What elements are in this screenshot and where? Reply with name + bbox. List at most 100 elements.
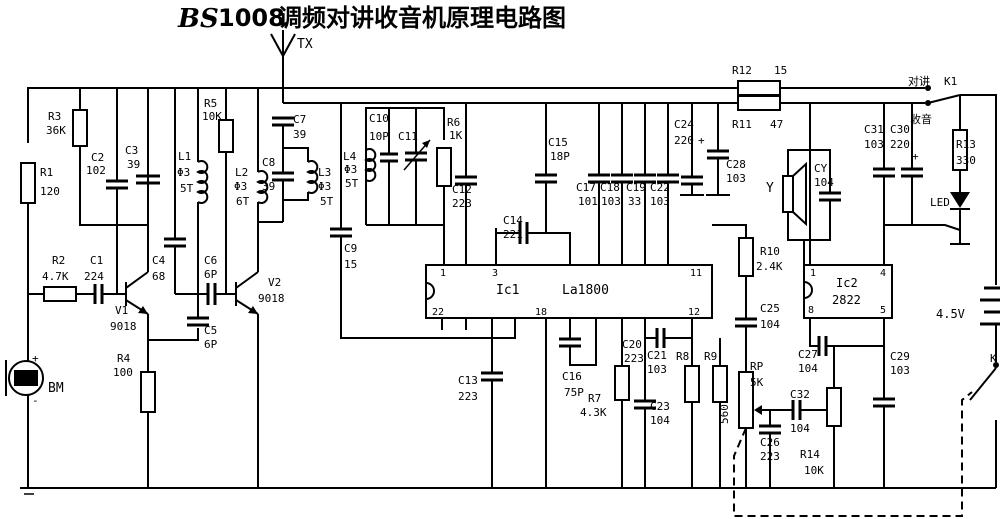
antenna-label: TX bbox=[297, 37, 313, 52]
r3-value: 36K bbox=[46, 124, 66, 137]
c28-value: 103 bbox=[726, 172, 746, 185]
c29 bbox=[873, 397, 895, 408]
ic2-pin-1: 1 bbox=[810, 268, 816, 279]
cy-ref: CY bbox=[814, 162, 828, 175]
r1-ref: R1 bbox=[40, 166, 53, 179]
c16 bbox=[559, 337, 581, 348]
r8 bbox=[684, 365, 700, 403]
ic1-pin-22: 22 bbox=[432, 307, 444, 318]
c8 bbox=[272, 171, 294, 182]
c19-value: 33 bbox=[628, 195, 641, 208]
c31-value: 103 bbox=[864, 138, 884, 151]
c22-ref: C22 bbox=[650, 181, 670, 194]
c12-value: 223 bbox=[452, 197, 472, 210]
c1-value: 224 bbox=[84, 270, 104, 283]
battery-icon bbox=[980, 286, 1000, 326]
l3-turns: 5T bbox=[320, 195, 334, 208]
c3 bbox=[136, 174, 160, 185]
c20-ref: C20 bbox=[622, 338, 642, 351]
c23-value: 104 bbox=[650, 414, 670, 427]
c2 bbox=[106, 179, 128, 190]
r11 bbox=[737, 95, 781, 111]
c26 bbox=[759, 424, 781, 435]
c20-value: 223 bbox=[624, 352, 644, 365]
c13 bbox=[481, 371, 503, 382]
c10-ref: C10 bbox=[369, 112, 389, 125]
power-switch-label: K bbox=[990, 352, 997, 365]
c1 bbox=[93, 284, 104, 304]
c3-ref: C3 bbox=[125, 144, 138, 157]
k1-talk-label: 对讲 bbox=[908, 74, 930, 88]
ic2-pin-4: 4 bbox=[880, 268, 886, 279]
c32 bbox=[791, 400, 802, 420]
c6-ref: C6 bbox=[204, 254, 217, 267]
title-text: 调频对讲收音机原理电路图 bbox=[278, 4, 566, 32]
c27-ref: C27 bbox=[798, 348, 818, 361]
ic2-chip bbox=[803, 264, 893, 319]
r6-value: 1K bbox=[449, 129, 463, 142]
c2-value: 102 bbox=[86, 164, 106, 177]
supply-rail bbox=[27, 87, 738, 143]
l2-d: Φ3 bbox=[234, 180, 247, 193]
c9-ref: C9 bbox=[344, 242, 357, 255]
battery-voltage: 4.5V bbox=[936, 307, 965, 321]
r2-value: 4.7K bbox=[42, 270, 69, 283]
c21-value: 103 bbox=[647, 363, 667, 376]
c17-ref: C17 bbox=[576, 181, 596, 194]
k1-radio-label: 收音 bbox=[910, 112, 932, 126]
r10-ref: R10 bbox=[760, 245, 780, 258]
mic-minus: - bbox=[32, 394, 39, 407]
c27 bbox=[817, 336, 828, 356]
c7 bbox=[272, 116, 294, 127]
r9-ref: R9 bbox=[704, 350, 717, 363]
r7-ref: R7 bbox=[588, 392, 601, 405]
r4-value: 100 bbox=[113, 366, 133, 379]
c16-value: 75P bbox=[564, 386, 584, 399]
r13-value: 330 bbox=[956, 154, 976, 167]
l4-coil-icon bbox=[364, 148, 377, 182]
c24 bbox=[681, 175, 703, 186]
k1-switch[interactable] bbox=[925, 85, 961, 130]
c23-ref: C23 bbox=[650, 400, 670, 413]
ic1-pin-3: 3 bbox=[492, 268, 498, 279]
rp-ref: RP bbox=[750, 360, 764, 373]
c11-trimmer-icon bbox=[403, 139, 431, 171]
c9-value: 15 bbox=[344, 258, 357, 271]
r12-ref: R12 bbox=[732, 64, 752, 77]
r5-ref: R5 bbox=[204, 97, 217, 110]
c21-ref: C21 bbox=[647, 349, 667, 362]
c13-value: 223 bbox=[458, 390, 478, 403]
c31-ref: C31 bbox=[864, 123, 884, 136]
c3-value: 39 bbox=[127, 158, 140, 171]
led-icon bbox=[950, 192, 970, 210]
power-switch[interactable] bbox=[969, 324, 999, 488]
c22-value: 103 bbox=[650, 195, 670, 208]
v1-transistor-icon bbox=[125, 271, 149, 315]
c19-ref: C19 bbox=[626, 181, 646, 194]
l2-turns: 6T bbox=[236, 195, 250, 208]
c14 bbox=[518, 222, 529, 244]
c11-ref: C11 bbox=[398, 130, 418, 143]
c2-ref: C2 bbox=[91, 151, 104, 164]
r9 bbox=[712, 365, 728, 403]
k1-label: K1 bbox=[944, 75, 957, 88]
microphone-icon bbox=[5, 338, 44, 488]
r2-ref: R2 bbox=[52, 254, 65, 267]
c6-value: 6P bbox=[204, 268, 218, 281]
c32-ref: C32 bbox=[790, 388, 810, 401]
v2-ref: V2 bbox=[268, 276, 281, 289]
c7-value: 39 bbox=[293, 128, 306, 141]
r14-value: 10K bbox=[804, 464, 824, 477]
l1-coil-icon bbox=[196, 160, 209, 204]
r4-ref: R4 bbox=[117, 352, 131, 365]
c17-value: 101 bbox=[578, 195, 598, 208]
c32-value: 104 bbox=[790, 422, 810, 435]
c14-value: 221 bbox=[503, 228, 523, 241]
c30 bbox=[901, 167, 923, 178]
mic-plus: + bbox=[32, 352, 39, 365]
ic2-ref: Ic2 bbox=[836, 276, 858, 290]
cy-value: 104 bbox=[814, 176, 834, 189]
c16-ref: C16 bbox=[562, 370, 582, 383]
ic2-pin-8: 8 bbox=[808, 305, 814, 316]
c13-ref: C13 bbox=[458, 374, 478, 387]
